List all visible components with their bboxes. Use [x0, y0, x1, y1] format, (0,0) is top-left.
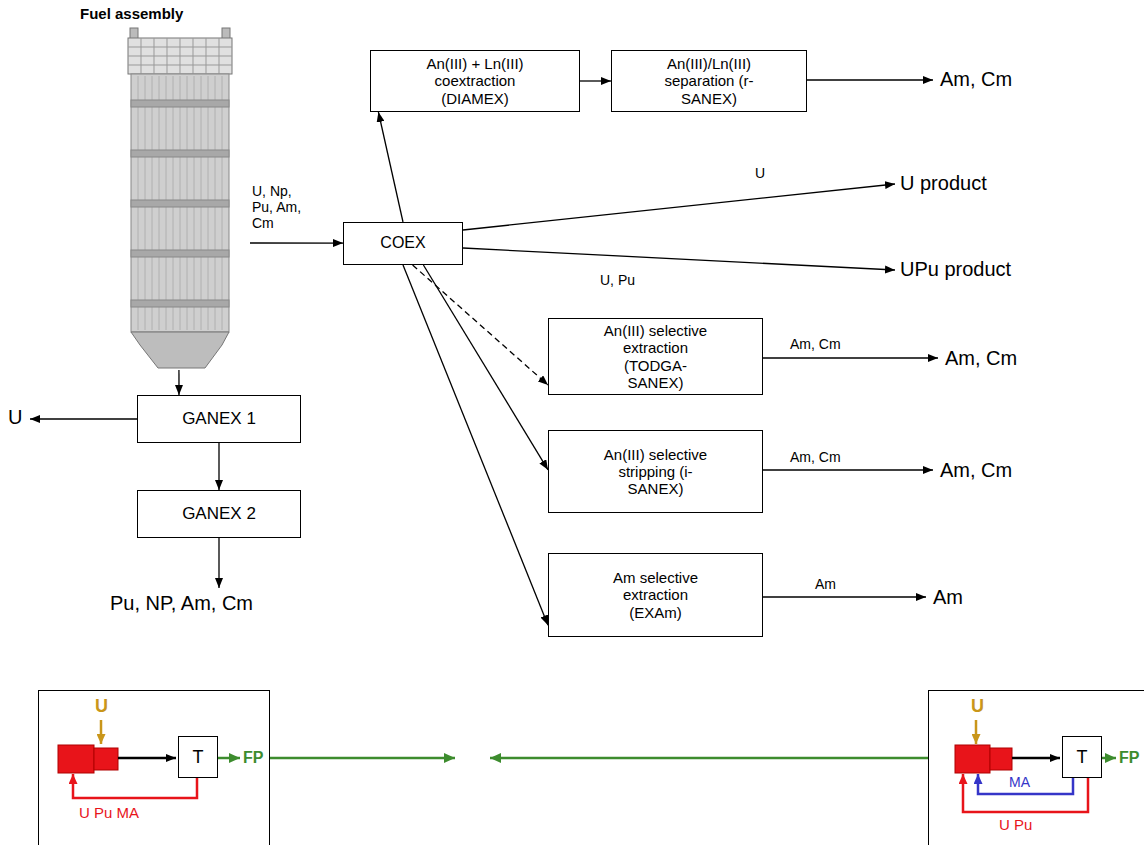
- minor-actinide-loop: [978, 774, 1073, 794]
- recycle-loop: [963, 774, 1088, 812]
- process-box: An(III)/Ln(III) separation (r-SANEX): [611, 50, 807, 112]
- nozzle-lattice: [128, 38, 232, 74]
- scenario-inset: U FP U Pu MA T: [38, 690, 270, 845]
- reactor-block: [58, 745, 94, 773]
- scenario-arrow: [490, 757, 928, 760]
- product-label: Am, Cm: [940, 459, 1012, 482]
- process-box: An(III) + Ln(III) coextraction (DIAMEX): [370, 50, 580, 112]
- reactor-block: [94, 748, 118, 770]
- output-arrow: [463, 184, 895, 230]
- inset-text: U Pu MA: [79, 805, 139, 822]
- waste-arrow: [218, 757, 240, 760]
- connector-arrow: [378, 112, 403, 222]
- spacer-grid: [131, 100, 229, 107]
- scenario-arrow: [270, 757, 455, 760]
- spacer-grid: [131, 200, 229, 207]
- inset-text: MA: [1009, 775, 1030, 790]
- inset-text: FP: [243, 749, 263, 767]
- output-arrow: [763, 469, 933, 470]
- connector-arrow: [250, 242, 343, 243]
- output-arrow: [763, 357, 938, 358]
- top-nozzle: [128, 38, 232, 74]
- connector-arrow: [423, 265, 548, 470]
- reactor-block: [955, 745, 990, 773]
- output-arrow: [463, 248, 895, 270]
- node-text: COEX: [380, 234, 425, 252]
- waste-arrow: [1102, 757, 1116, 760]
- node-text: T: [193, 747, 204, 768]
- treatment-box: T: [1062, 736, 1102, 778]
- node-text: An(III) selective stripping (i-SANEX): [598, 446, 713, 498]
- product-label: U product: [900, 172, 987, 195]
- connector-arrow: [403, 265, 548, 625]
- treatment-box: T: [178, 736, 218, 778]
- node-text: GANEX 1: [182, 409, 256, 429]
- process-box: COEX: [343, 222, 463, 265]
- fuel-assembly-illustration: [128, 28, 232, 368]
- inset-text: U: [95, 697, 108, 717]
- uranium-feed-arrow: [975, 720, 978, 744]
- product-label: Am, Cm: [945, 347, 1017, 370]
- product-label: Am: [933, 586, 963, 609]
- output-arrow: [218, 538, 219, 588]
- figure-heading: Fuel assembly: [80, 5, 250, 22]
- connector-arrow: [218, 443, 219, 490]
- process-box: An(III) selective extraction (TODGA-SANE…: [548, 318, 763, 395]
- edge-label: U, Np, Pu, Am, Cm: [252, 183, 310, 231]
- product-label: UPu product: [900, 258, 1011, 281]
- stream-label: Am, Cm: [790, 449, 841, 465]
- product-label: Pu, NP, Am, Cm: [110, 592, 253, 615]
- uranium-feed-arrow: [100, 720, 103, 744]
- scenario-inset: U FP MA U Pu T: [928, 690, 1144, 845]
- node-text: Am selective extraction (EXAm): [598, 569, 713, 621]
- product-label: U: [8, 406, 22, 429]
- node-text: An(III) selective extraction (TODGA-SANE…: [598, 322, 713, 391]
- assembly-body: [131, 74, 229, 332]
- reactor-block: [990, 748, 1012, 770]
- product-label: Am, Cm: [940, 68, 1012, 91]
- fuel-assembly: Fuel assembly: [80, 5, 250, 370]
- spacer-grid: [131, 250, 229, 257]
- output-arrow: [30, 418, 137, 419]
- inset-text: FP: [1119, 749, 1139, 767]
- node-text: GANEX 2: [182, 504, 256, 524]
- process-box: Am selective extraction (EXAm): [548, 553, 763, 637]
- spacer-grid: [131, 300, 229, 307]
- spacer-grid: [131, 150, 229, 157]
- right-inset-art: [490, 720, 1116, 812]
- output-arrows: [30, 80, 938, 597]
- process-box: GANEX 2: [137, 490, 301, 538]
- connector-arrow: [178, 370, 179, 395]
- process-box: An(III) selective stripping (i-SANEX): [548, 430, 763, 513]
- stream-label: U: [755, 165, 765, 181]
- stream-label: Am, Cm: [790, 336, 841, 352]
- inset-text: U: [971, 697, 984, 717]
- dashed-connector: [413, 265, 548, 385]
- stream-label: U, Pu: [600, 272, 635, 288]
- connector-arrow: [580, 80, 611, 81]
- output-arrow: [763, 596, 926, 597]
- inset-text: U Pu: [999, 817, 1032, 834]
- node-text: An(III) + Ln(III) coextraction (DIAMEX): [418, 55, 533, 107]
- node-text: An(III)/Ln(III) separation (r-SANEX): [652, 55, 767, 107]
- bottom-nozzle: [131, 332, 229, 368]
- node-text: T: [1077, 747, 1088, 768]
- stream-label: Am: [815, 576, 836, 592]
- process-box: GANEX 1: [137, 395, 301, 443]
- output-arrow: [807, 79, 933, 80]
- flow-arrow: [118, 757, 176, 760]
- left-inset-art: [58, 720, 455, 798]
- flow-arrow: [1012, 757, 1060, 760]
